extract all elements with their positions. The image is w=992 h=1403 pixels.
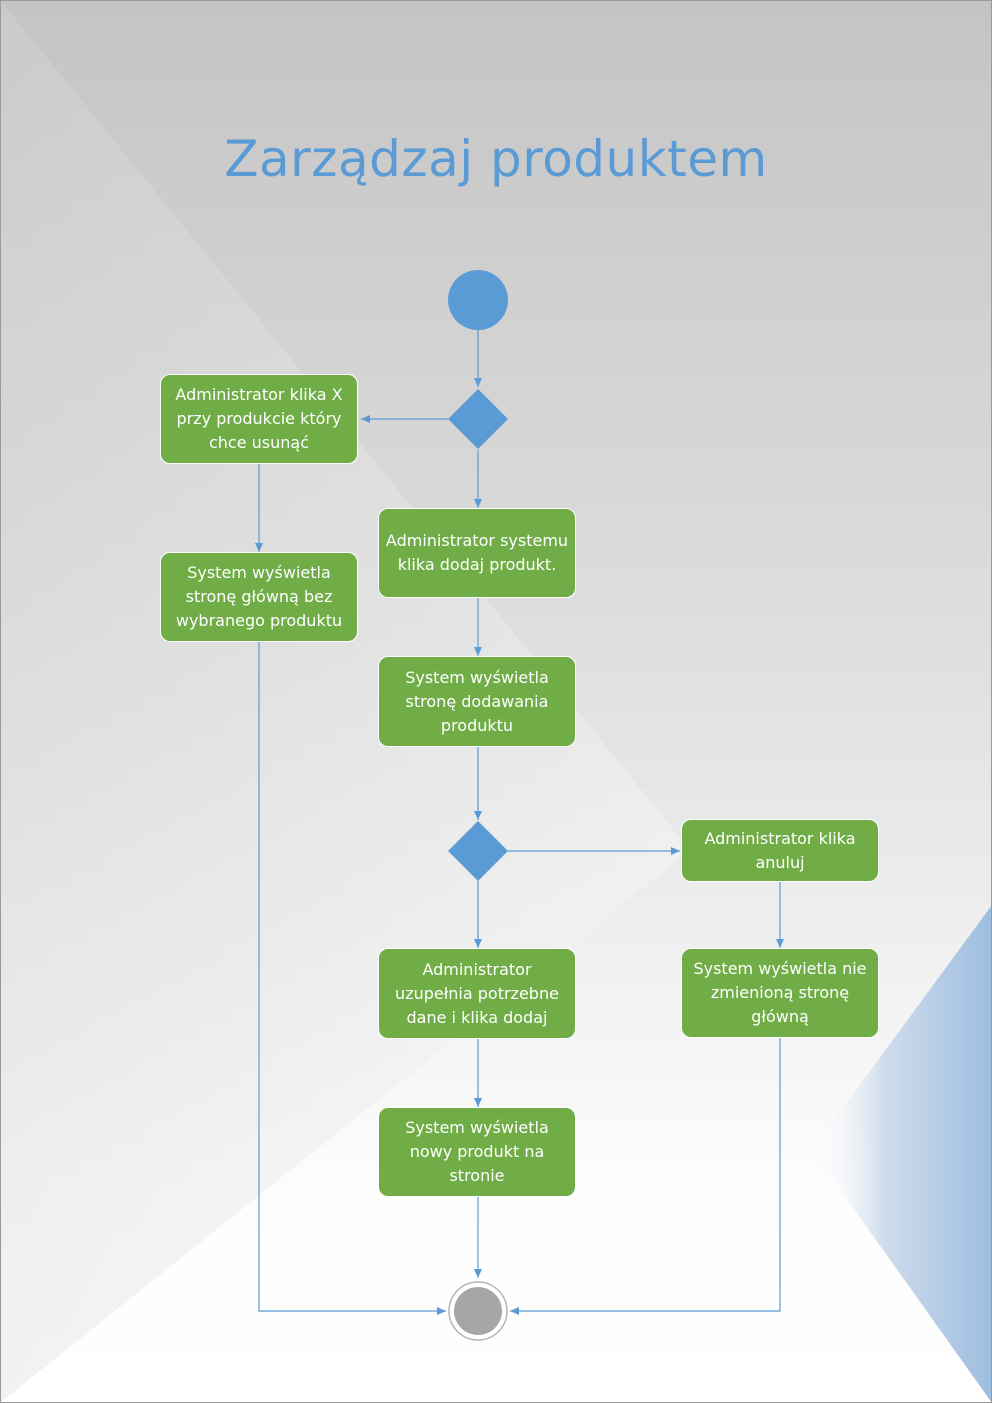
action-admin-clicks-add-product: Administrator systemu klika dodaj produk… [378, 508, 576, 598]
background-blue-triangle [812, 905, 992, 1403]
end-node [454, 1287, 502, 1335]
connector-delete-result-to-end [258, 642, 446, 1315]
action-admin-clicks-cancel: Administrator klika anuluj [681, 819, 879, 882]
connector-cancel-result-to-end [510, 1038, 781, 1315]
action-system-shows-new-product: System wyświetla nowy produkt na stronie [378, 1107, 576, 1197]
diagram-title: Zarządzaj produktem [224, 130, 768, 188]
action-system-shows-add-page: System wyświetla stronę dodawania produk… [378, 656, 576, 747]
action-admin-fills-data: Administrator uzupełnia potrzebne dane i… [378, 948, 576, 1039]
decision-node-2 [448, 821, 508, 881]
start-node [448, 270, 508, 330]
action-admin-clicks-x: Administrator klika X przy produkcie któ… [160, 374, 358, 464]
action-system-shows-unchanged-home: System wyświetla nie zmienioną stronę gł… [681, 948, 879, 1038]
background-left-shape [0, 0, 690, 1403]
decision-node-1 [448, 389, 508, 449]
action-system-shows-home-without-product: System wyświetla stronę główną bez wybra… [160, 552, 358, 642]
